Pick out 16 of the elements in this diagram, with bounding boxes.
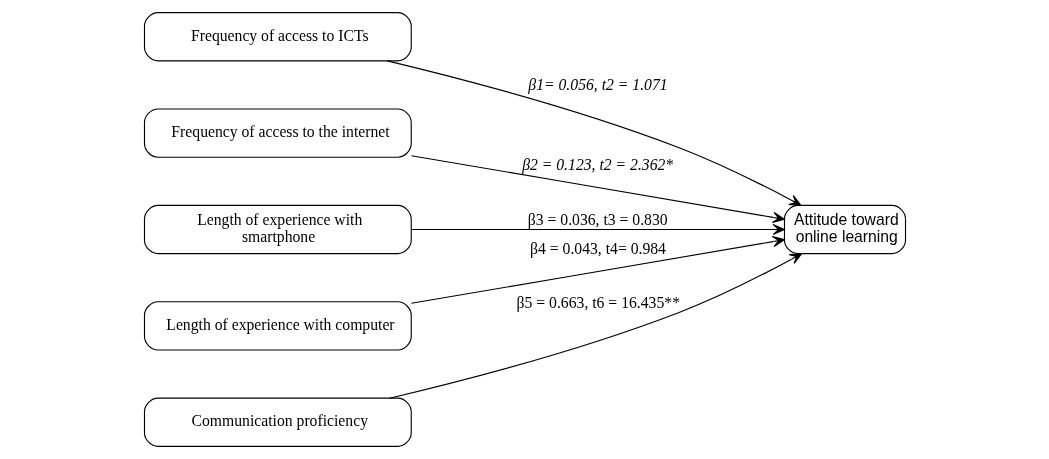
edge-label: β5 = 0.663, t6 = 16.435** <box>516 294 680 312</box>
node-box: Length of experience with smartphone <box>143 204 412 255</box>
node-box: Frequency of access to the internet <box>143 108 412 158</box>
arrow <box>410 155 785 223</box>
node-box: Length of experience with computer <box>143 301 412 351</box>
edge-label: β1= 0.056, t2 = 1.071 <box>527 75 668 93</box>
arrow <box>386 60 801 206</box>
arrow <box>410 223 785 236</box>
node-box: Frequency of access to ICTs <box>143 12 412 62</box>
arrow <box>388 253 802 399</box>
node-box: Communication proficiency <box>143 397 412 447</box>
edge-label: β2 = 0.123, t2 = 2.362* <box>521 156 673 174</box>
node-box: Attitude toward online learning <box>783 204 906 255</box>
arrow <box>410 236 785 304</box>
edge-label: β4 = 0.043, t4= 0.984 <box>529 240 666 258</box>
edge-label: β3 = 0.036, t3 = 0.830 <box>527 211 668 229</box>
